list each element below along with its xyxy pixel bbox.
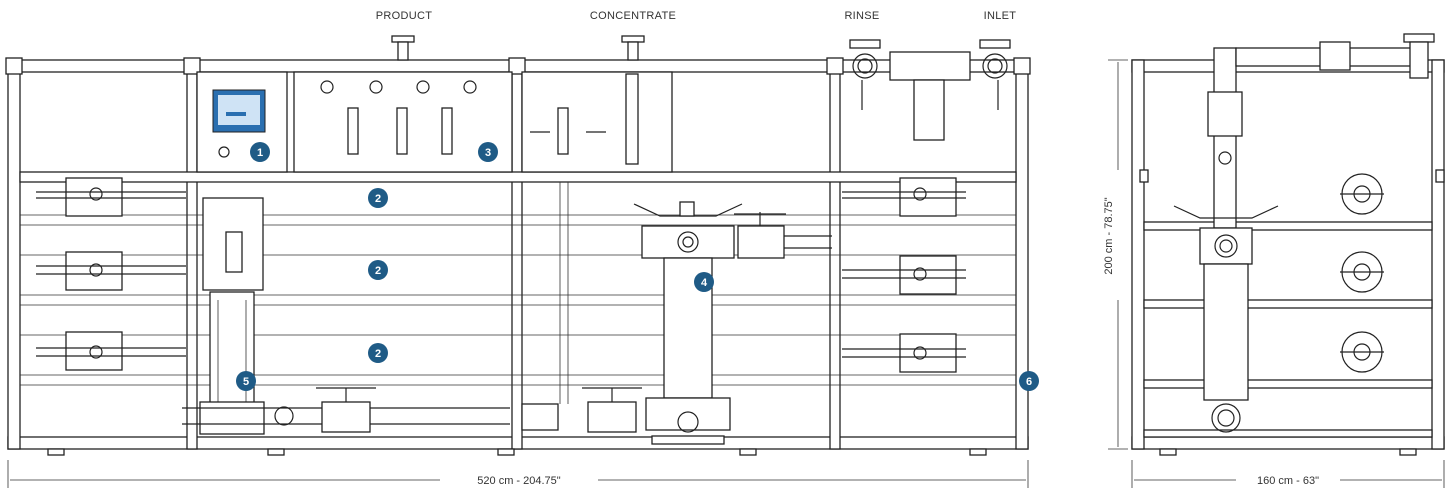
badge-4: 4 — [694, 272, 714, 292]
badge-6: 6 — [1019, 371, 1039, 391]
front-width-dimension: 520 cm - 204.75" — [7, 460, 1029, 488]
svg-text:2: 2 — [375, 265, 381, 277]
front-width-label: 520 cm - 204.75" — [477, 475, 560, 487]
left-valve-row-2 — [36, 251, 186, 291]
pump — [199, 197, 265, 435]
svg-text:2: 2 — [375, 348, 381, 360]
front-view: PRODUCT CONCENTRATE RINSE INLET 520 cm -… — [5, 10, 1039, 488]
badge-3: 3 — [478, 142, 498, 162]
membrane-endcap-2 — [1340, 251, 1384, 293]
svg-text:4: 4 — [701, 277, 708, 289]
svg-text:5: 5 — [243, 376, 249, 388]
product-label: PRODUCT — [376, 10, 433, 22]
rinse-label: RINSE — [844, 10, 879, 22]
right-valve-row-1 — [842, 177, 966, 217]
svg-text:6: 6 — [1026, 376, 1032, 388]
badge-5: 5 — [236, 371, 256, 391]
svg-text:1: 1 — [257, 147, 263, 159]
badge-2-bottom: 2 — [368, 343, 388, 363]
right-valve-row-2 — [842, 255, 966, 295]
left-valve-row-3 — [36, 331, 186, 371]
membrane-endcap-1 — [1340, 173, 1384, 215]
cartridge-filter — [633, 201, 832, 445]
side-height-label: 200 cm - 78.75" — [1103, 197, 1115, 274]
side-width-label: 160 cm - 63" — [1257, 475, 1319, 487]
concentrate-label: CONCENTRATE — [590, 10, 676, 22]
side-height-dimension: 200 cm - 78.75" — [1103, 59, 1128, 450]
badge-2-top: 2 — [368, 188, 388, 208]
svg-text:2: 2 — [375, 193, 381, 205]
badge-2-middle: 2 — [368, 260, 388, 280]
right-valve-row-3 — [842, 333, 966, 373]
badge-1: 1 — [250, 142, 270, 162]
side-width-dimension: 160 cm - 63" — [1131, 460, 1445, 488]
inlet-label: INLET — [984, 10, 1017, 22]
left-valve-row-1 — [36, 177, 186, 217]
svg-text:3: 3 — [485, 147, 491, 159]
membrane-endcap-3 — [1340, 331, 1384, 373]
side-view: 200 cm - 78.75" 160 cm - 63" — [1103, 33, 1445, 488]
